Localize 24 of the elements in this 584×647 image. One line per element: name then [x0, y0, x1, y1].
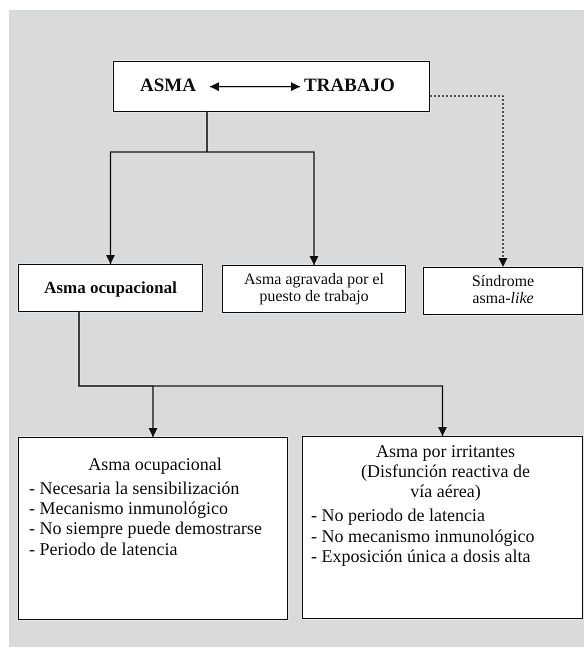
box-text: ASMA — [140, 75, 196, 96]
box-heading: Asma ocupacional — [87, 454, 223, 474]
process-box — [18, 437, 288, 620]
list-item: - No mecanismo inmunológico — [311, 526, 536, 546]
dotted-arrow — [430, 95, 508, 267]
double-arrow — [210, 82, 300, 92]
list-item: - No siempre puede demostrarse — [29, 518, 263, 539]
list-item: - Mecanismo inmunológico — [29, 498, 229, 518]
list-item: - No periodo de latencia — [311, 505, 486, 526]
list-item: - Periodo de latencia — [29, 538, 178, 559]
arrow — [78, 312, 447, 436]
process-box — [302, 436, 583, 619]
box-text: Asma ocupacional — [44, 278, 177, 298]
box-text: Asma agravada por el puesto de trabajo — [243, 272, 385, 306]
process-box — [222, 265, 406, 313]
list-item: - Exposición única a dosis alta — [311, 546, 530, 566]
process-box — [423, 267, 583, 315]
box-text: TRABAJO — [304, 75, 395, 96]
process-box — [113, 61, 430, 112]
box-heading: Asma por irritantes (Disfunción reactiva de vía aérea) — [360, 441, 531, 502]
process-box — [18, 264, 203, 312]
arrow — [206, 112, 318, 265]
box-text: Síndrome asma-like — [470, 274, 536, 308]
list-item: - Necesaria la sensibilización — [29, 478, 240, 498]
